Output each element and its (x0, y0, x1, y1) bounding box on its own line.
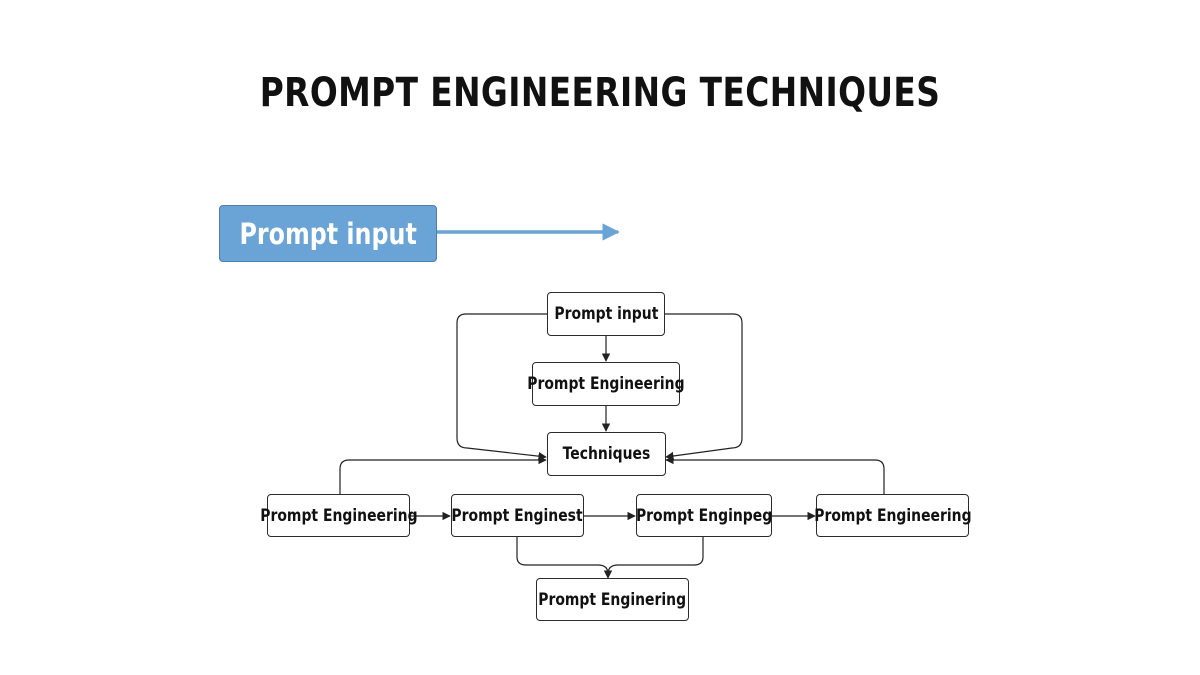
node-techniques-label: Techniques (562, 444, 651, 464)
node-row-3: Prompt Enginpeg (636, 494, 772, 537)
node-prompt-engineering-middle: Prompt Engineering (527, 362, 685, 406)
node-prompt-input: Prompt input (547, 292, 665, 336)
hero-prompt-input-box: Prompt input (219, 205, 437, 262)
node-row-4: Prompt Engineering (813, 494, 972, 537)
merge-row2-to-bottom (516, 537, 613, 579)
node-techniques: Techniques (547, 432, 666, 476)
node-row-3-label: Prompt Enginpeg (635, 505, 773, 526)
feedback-row1-to-techniques (339, 455, 547, 494)
loop-right (665, 313, 743, 461)
node-row-1: Prompt Engineering (260, 494, 417, 537)
diagram-title: PROMPT ENGINEERING TECHNIQUES (259, 70, 941, 116)
loop-left (456, 313, 547, 461)
node-row-4-label: Prompt Engineering (813, 505, 972, 526)
node-bottom: Prompt Enginering (536, 578, 689, 621)
hero-prompt-input-label: Prompt input (239, 216, 417, 251)
merge-row3-to-bottom (607, 537, 704, 575)
node-prompt-engineering-middle-label: Prompt Engineering (527, 374, 685, 394)
node-row-1-label: Prompt Engineering (259, 505, 418, 526)
feedback-row4-to-techniques (665, 455, 885, 494)
node-bottom-label: Prompt Enginering (538, 589, 687, 610)
node-prompt-input-label: Prompt input (554, 304, 658, 324)
node-row-2: Prompt Enginest (451, 494, 584, 537)
node-row-2-label: Prompt Enginest (451, 505, 584, 526)
